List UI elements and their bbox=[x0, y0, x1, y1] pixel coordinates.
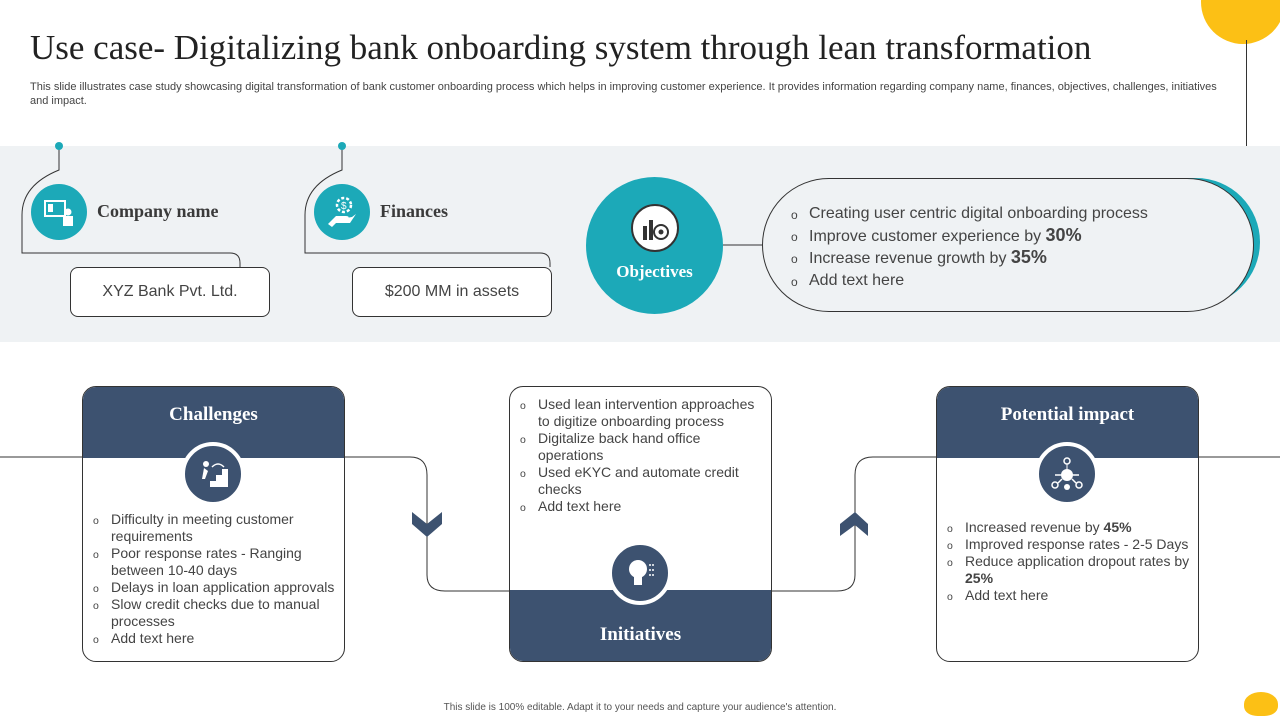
objective-item: Add text here bbox=[789, 270, 1253, 293]
network-bulb-icon bbox=[1035, 442, 1099, 506]
chevron-down-icon bbox=[412, 512, 442, 537]
impact-item: Add text here bbox=[945, 587, 1190, 606]
initiatives-card: Used lean intervention approaches to dig… bbox=[509, 386, 772, 662]
lightbulb-head-icon bbox=[608, 541, 672, 605]
challenge-item: Difficulty in meeting customer requireme… bbox=[91, 511, 336, 545]
stairs-climb-icon bbox=[181, 442, 245, 506]
impact-card: Potential impact Increased revenue by 45… bbox=[936, 386, 1199, 662]
objective-item: Improve customer experience by 30% bbox=[789, 225, 1253, 248]
impact-item: Increased revenue by 45% bbox=[945, 519, 1190, 538]
page-title: Use case- Digitalizing bank onboarding s… bbox=[30, 28, 1092, 67]
objective-item: Increase revenue growth by 35% bbox=[789, 247, 1253, 270]
initiative-item: Add text here bbox=[518, 498, 763, 517]
challenge-item: Slow credit checks due to manual process… bbox=[91, 596, 336, 630]
footer-note: This slide is 100% editable. Adapt it to… bbox=[443, 702, 837, 713]
initiative-item: Digitalize back hand office operations bbox=[518, 430, 763, 464]
impact-item: Improved response rates - 2-5 Days bbox=[945, 536, 1190, 555]
company-name-label: Company name bbox=[97, 201, 219, 221]
objective-item: Creating user centric digital onboarding… bbox=[789, 203, 1253, 226]
challenge-item: Add text here bbox=[91, 630, 336, 649]
corner-line bbox=[1246, 40, 1247, 160]
challenge-item: Delays in loan application approvals bbox=[91, 579, 336, 598]
objectives-list-box: Creating user centric digital onboarding… bbox=[762, 178, 1254, 312]
objectives-label: Objectives bbox=[616, 262, 693, 281]
finances-value: $200 MM in assets bbox=[352, 267, 552, 317]
finances-label: Finances bbox=[380, 201, 449, 221]
objectives-circle: Objectives bbox=[586, 177, 723, 314]
challenges-card: Challenges Difficulty in meeting custome… bbox=[82, 386, 345, 662]
chevron-up-icon bbox=[840, 512, 868, 536]
piggy-bank-icon bbox=[1244, 692, 1278, 716]
svg-text:$: $ bbox=[341, 201, 347, 212]
page-subtitle: This slide illustrates case study showca… bbox=[30, 81, 1217, 107]
initiative-item: Used eKYC and automate credit checks bbox=[518, 464, 763, 498]
hand-money-gear-icon: $ bbox=[314, 184, 370, 240]
presentation-icon bbox=[31, 184, 87, 240]
chart-target-icon bbox=[630, 204, 679, 252]
challenges-header: Challenges bbox=[83, 387, 344, 458]
initiative-item: Used lean intervention approaches to dig… bbox=[518, 396, 763, 430]
impact-item: Reduce application dropout rates by 25% bbox=[945, 553, 1190, 587]
challenge-item: Poor response rates - Ranging between 10… bbox=[91, 545, 336, 579]
company-name-value: XYZ Bank Pvt. Ltd. bbox=[70, 267, 270, 317]
